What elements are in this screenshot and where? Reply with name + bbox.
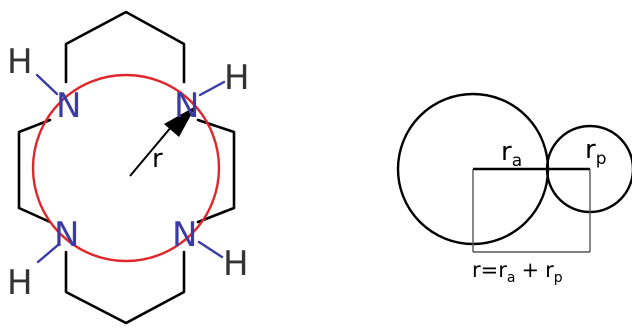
radius-label: r: [152, 144, 163, 174]
cation-radius-base: r: [585, 135, 596, 165]
formula-ra-base: r: [498, 258, 507, 282]
nitrogen-bottom-left: N: [54, 215, 79, 255]
right-bridge-bond: [196, 118, 236, 224]
nh-bond-top-right: [198, 80, 226, 97]
nh-bond-bottom-right: [197, 240, 224, 259]
formula-equals: =: [481, 258, 499, 282]
ring-bonds: [17, 10, 236, 325]
radius-arrow: [129, 106, 196, 177]
nitrogen-top-right: N: [174, 86, 199, 126]
hydrogen-bottom-right: H: [223, 244, 249, 284]
nitrogen-top-left: N: [56, 86, 81, 126]
radius-sum-formula: r=ra+rp: [472, 258, 563, 286]
formula-rp-sub: p: [554, 270, 563, 286]
top-bridge-bond: [64, 10, 186, 84]
atom-labels: N N N N H H H H: [7, 42, 250, 303]
hydrogen-bottom-left: H: [7, 263, 33, 303]
ion-pair-diagram: ra rp r=ra+rp: [396, 92, 632, 286]
left-bridge-bond: [17, 118, 52, 224]
nitrogen-bottom-right: N: [172, 215, 197, 255]
anion-radius-sub: a: [512, 151, 522, 171]
macrocycle-diagram: r N N N N H H H H: [7, 10, 250, 325]
cavity-circle: [31, 73, 221, 263]
anion-radius-label: ra: [501, 137, 522, 171]
formula-ra-sub: a: [507, 270, 516, 286]
guide-lines: [472, 169, 591, 253]
bottom-bridge-bond: [64, 250, 186, 325]
hydrogen-top-left: H: [7, 42, 33, 82]
cation-radius-sub: p: [596, 149, 607, 169]
anion-radius-base: r: [501, 137, 512, 167]
nh-bonds: [35, 73, 226, 264]
formula-rp-base: r: [545, 258, 554, 282]
formula-plus: +: [521, 258, 539, 282]
nh-bond-top-left: [35, 73, 59, 96]
radius-arrow-shaft: [129, 125, 173, 177]
formula-r: r: [472, 258, 481, 282]
nh-bond-bottom-left: [36, 243, 60, 264]
hydrogen-top-right: H: [224, 58, 250, 98]
radius-arrowhead: [164, 106, 196, 137]
cation-radius-label: rp: [585, 135, 607, 169]
